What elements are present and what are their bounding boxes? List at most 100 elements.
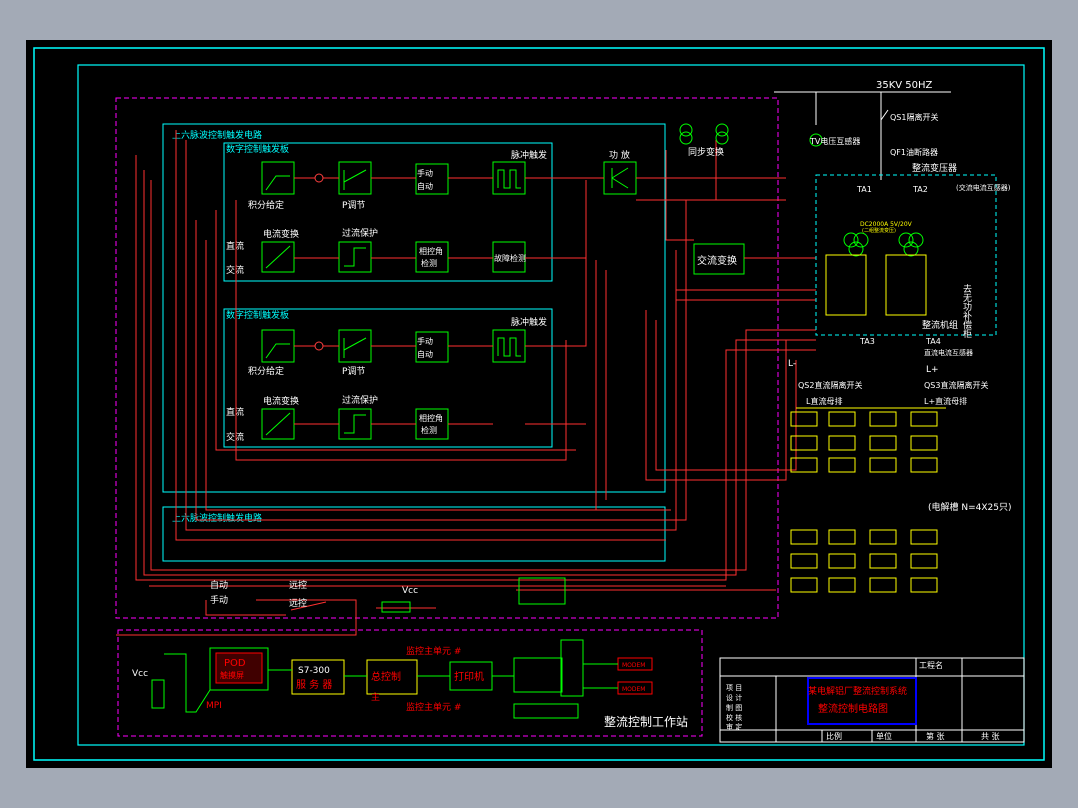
main-controller [366,659,418,695]
dc-label-2: 直流 [226,406,244,418]
remote-ctrl-label: 远控 [289,579,307,591]
tv-label: TV电压互感器 [809,136,860,146]
voltage-label: 35KV 50HZ [876,80,933,91]
current-transform-block [261,241,295,273]
sync-transformer [679,123,729,145]
control-area-frame [115,97,779,619]
pod-subtitle: 触摸屏 [220,670,244,680]
ac-ct-label: (交流电流互感器) [956,183,1011,192]
qf1-label: QF1油断路器 [890,147,938,157]
dc-ct-label: 直流电流互感器 [924,348,973,357]
tb-scale: 比例 [826,731,842,741]
phase-detect-label-2b: 检测 [421,425,437,435]
ctrl-box-2 [162,506,666,562]
phase-detect-label-1: 相控角 [419,246,443,256]
local-ctrl-label: 远控 [289,597,307,609]
s7-line-2: 服 务 器 [296,678,332,691]
tb-project: 某电解铝厂整流控制系统 [808,685,907,697]
manual-auto-block-2 [415,331,449,363]
title-block [719,657,1025,743]
pod-touchscreen [209,647,269,691]
dc-spec-label: DC2000A 5V/20V [860,221,913,228]
integral-setpoint-block-2 [261,329,295,363]
vcc-label-bottom: Vcc [132,669,148,679]
ta4-label: TA4 [925,337,941,346]
potentiometer [151,679,165,709]
tb-unit: 单位 [876,731,892,741]
integral-setpoint-block [261,161,295,195]
current-transform-label-2: 电流变换 [263,395,299,407]
tv-transformer [809,133,823,147]
tb-drawing: 整流控制电路图 [818,702,888,715]
inner-border [77,64,1025,746]
tb-row-3: 校 核 [726,713,742,722]
p-regulator-block-2 [338,329,372,363]
phase-detect-block [415,241,449,273]
auto-label: 自动 [417,181,433,191]
tb-designer: 工程名 [919,660,943,670]
rect-unit-frame [815,174,997,336]
ta2-label: TA2 [912,185,928,194]
l-minus-label: L- [788,359,796,369]
pulse-trigger-block [492,161,526,195]
ctrl-box-2-title: 上六脉波控制触发电路 [172,512,262,524]
modem-2-label: MODEM [622,686,646,693]
tb-row-0: 项 目 [726,684,742,692]
ta3-label: TA3 [859,337,875,346]
auto-label-2: 自动 [417,349,433,359]
outer-border [33,47,1045,761]
qs1-label: QS1隔离开关 [890,112,938,122]
pulse-trigger-label-2: 脉冲触发 [511,316,547,328]
manual-label: 手动 [417,168,433,178]
power-amp-label: 功 放 [609,149,630,161]
digital-board-1-title: 数字控制触发板 [226,143,289,155]
l-bus-plus-label: L+直流母排 [924,396,967,406]
workstation-wiring [164,653,618,713]
tb-row-4: 审 定 [726,722,742,731]
dc-label: 直流 [226,240,244,252]
dc-spec-label-2: (二组整流变压) [862,227,896,234]
p-regulator-label-2: P调节 [342,366,365,377]
current-transform-block-2 [261,408,295,440]
rectifier-transformers [825,232,927,316]
monitor-unit-1: 监控主单元 # [406,645,461,657]
printer-label: 打印机 [454,670,484,683]
pod-title: POD [224,658,246,669]
ctrl-box-1 [162,123,666,493]
qs2-label: QS2直流隔离开关 [798,380,862,390]
interface-box [518,577,566,605]
s7-line-1: S7-300 [298,666,330,676]
sync-transform-label: 同步变换 [688,146,724,158]
tb-sheet: 第 张 [926,731,945,741]
qs3-label: QS3直流隔离开关 [924,380,988,390]
modem-1-label: MODEM [622,662,646,669]
ctrl-box-1-title: 上六脉波控制触发电路 [172,129,262,141]
overcurrent-label: 过流保护 [342,227,378,239]
rect-transformer-label: 整流变压器 [912,162,957,174]
ac-transform-block [693,243,745,275]
overcurrent-protect-block [338,241,372,273]
digital-board-2 [223,308,553,448]
p-regulator-block [338,161,372,195]
main-ctrl-label-2: 主 [371,691,380,703]
ta1-label: TA1 [856,185,872,194]
ac-transform-label: 交流变换 [697,254,737,267]
ac-label-2: 交流 [226,431,244,443]
vcc-label-top: Vcc [402,586,418,596]
monitor-unit-2: 监控主单元 # [406,701,461,713]
circuit-diagram: 上六脉波控制触发电路 数字控制触发板 数字控制触发板 上六脉波控制触发电路 积分… [33,47,1045,761]
fault-detect-block [492,241,526,273]
summing-junction-2 [314,341,324,351]
tb-row-2: 制 图 [726,703,742,712]
manual-label-2: 手动 [417,336,433,346]
pulse-trigger-block-2 [492,329,526,363]
auto-switch-label: 自动 [210,579,228,591]
digital-board-2-title: 数字控制触发板 [226,309,289,321]
overcurrent-protect-block-2 [338,408,372,440]
p-regulator-label: P调节 [342,200,365,211]
integral-setpoint-label: 积分给定 [248,199,284,211]
workstation-computer [513,639,584,719]
digital-board-1 [223,142,553,282]
resistor [381,601,411,613]
phase-detect-label-2: 检测 [421,258,437,268]
